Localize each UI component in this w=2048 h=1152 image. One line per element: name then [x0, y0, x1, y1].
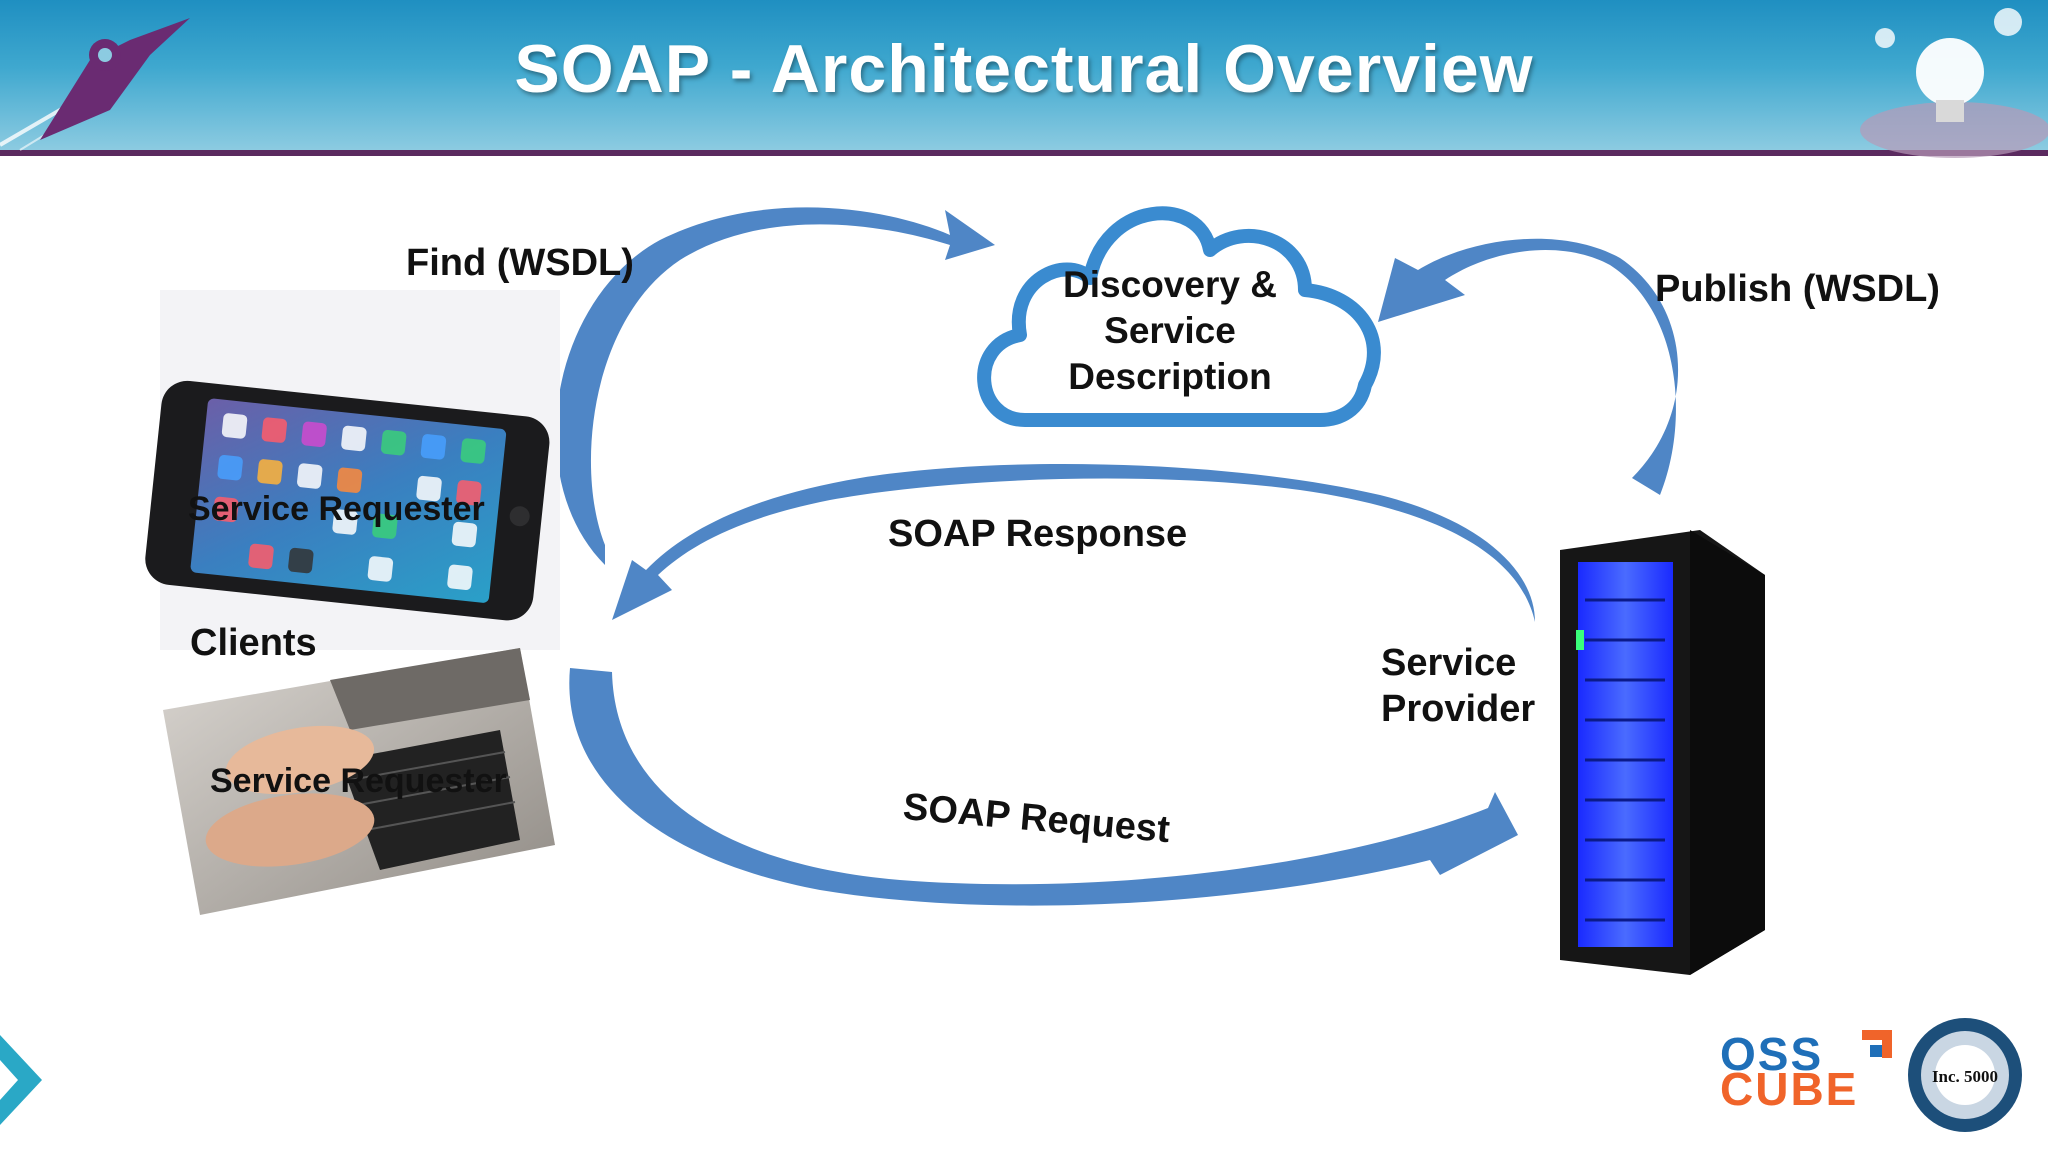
keyboard-image	[163, 648, 555, 915]
clients-label: Clients	[190, 622, 317, 664]
service-provider-label: Service Provider	[1381, 640, 1621, 732]
server-rack-image	[1560, 530, 1765, 975]
registry-label: Discovery & Service Description	[1010, 262, 1330, 400]
logo-text-cube: CUBE	[1720, 1063, 1858, 1115]
lightbulb-icon	[1860, 8, 2048, 158]
find-wsdl-label: Find (WSDL)	[406, 242, 634, 284]
registry-label-line1: Discovery &	[1063, 264, 1277, 305]
slide-title: SOAP - Architectural Overview	[514, 31, 1534, 107]
registry-cloud	[977, 206, 1381, 427]
find-arrow	[555, 207, 995, 566]
service-provider-line1: Service	[1381, 642, 1517, 684]
publish-arrow	[1378, 238, 1679, 496]
rocket-figure-icon	[0, 18, 190, 151]
service-provider-line2: Provider	[1381, 688, 1536, 730]
registry-label-line3: Description	[1068, 356, 1272, 397]
slide-header	[0, 0, 2048, 150]
soap-request-arrow	[569, 668, 1518, 906]
next-slide-chevron-icon[interactable]	[0, 1035, 42, 1125]
publish-wsdl-label: Publish (WSDL)	[1655, 268, 1940, 310]
header-divider	[0, 150, 2048, 156]
osscube-logo	[1862, 1030, 1892, 1058]
logo-text-oss: OSS	[1720, 1028, 1823, 1080]
service-requester-keyboard-label: Service Requester	[210, 762, 507, 800]
inc5000-badge: Inc. 5000	[1908, 1018, 2022, 1132]
registry-label-line2: Service	[1104, 310, 1236, 351]
soap-response-label: SOAP Response	[888, 513, 1188, 555]
phone-image	[145, 290, 560, 650]
service-requester-phone-label: Service Requester	[188, 490, 485, 528]
badge-text: Inc. 5000	[1932, 1067, 1998, 1086]
